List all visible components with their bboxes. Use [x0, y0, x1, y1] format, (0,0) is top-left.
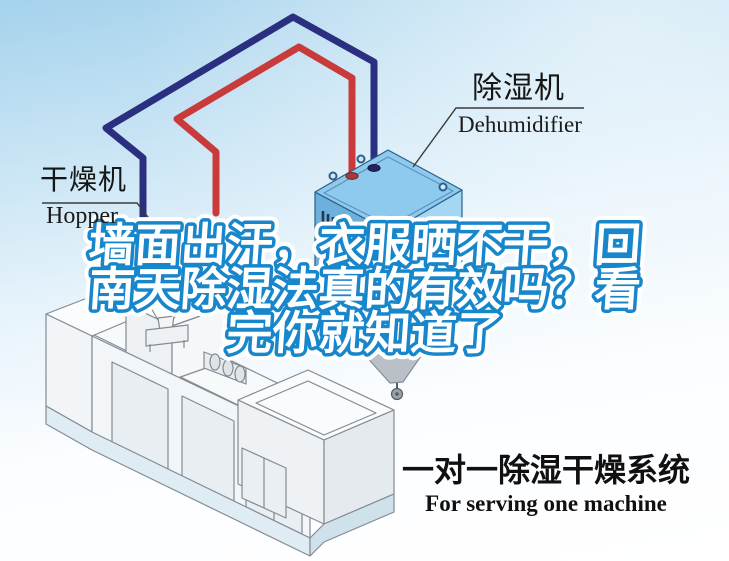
- red-pipe-collar: [345, 172, 359, 181]
- dehumidifier-label-zh: 除湿机: [472, 71, 565, 106]
- headline-line3-glow: 完你就知道了: [225, 306, 505, 360]
- caption-zh: 一对一除湿干燥系统: [401, 451, 690, 489]
- headline-line1: 墙面出汗，衣服晒不干，回: [87, 218, 643, 272]
- headline-line1-glow: 墙面出汗，衣服晒不干，回: [87, 218, 643, 272]
- machine-base-skirt-right: [309, 493, 395, 557]
- blue-return-pipe: [102, 13, 378, 226]
- caster-hub: [395, 392, 399, 396]
- dehumidifier-unit: [314, 149, 463, 401]
- dehumidifier-label: 除湿机 Dehumidifier: [458, 71, 582, 137]
- eyelet-ring: [407, 217, 417, 227]
- side-panel-inner: [406, 224, 444, 323]
- caption: 一对一除湿干燥系统 For serving one machine: [398, 451, 694, 516]
- clamp-unit: [237, 369, 395, 525]
- vent-slats-lower: [320, 252, 373, 322]
- vent-slats-upper: [321, 211, 360, 268]
- hopper-label-leader-line: [42, 202, 152, 222]
- hopper-label-en: Hopper: [46, 203, 118, 229]
- material-hopper: [141, 283, 197, 352]
- headline: 墙面出汗，衣服晒不干，回 南天除湿法真的有效吗？看 完你就知道了 墙面出汗，衣服…: [79, 211, 650, 368]
- eyelet-ring: [356, 154, 366, 164]
- injection-barrel: [203, 351, 247, 385]
- dehumidifier-top-rim: [323, 156, 454, 227]
- bottom-funnel: [361, 345, 429, 384]
- hopper-label: 干燥机 Hopper: [40, 163, 128, 229]
- eyelet-ring: [328, 171, 338, 181]
- dehumidifier-label-en: Dehumidifier: [458, 112, 582, 137]
- headline-line2-glow: 南天除湿法真的有效吗？看: [87, 262, 643, 316]
- caption-en: For serving one machine: [425, 490, 667, 516]
- headline-line3: 完你就知道了: [225, 306, 505, 360]
- headline-line2: 南天除湿法真的有效吗？看: [87, 262, 643, 316]
- red-supply-pipe: [173, 43, 356, 217]
- injection-molding-machine: [45, 281, 395, 557]
- dehumidifier-label-leader-line: [412, 107, 584, 168]
- dehumidifier-top-face: [314, 149, 463, 233]
- eyelet-ring: [438, 182, 448, 192]
- hopper-label-zh: 干燥机: [40, 163, 128, 196]
- blue-pipe-collar: [367, 164, 381, 173]
